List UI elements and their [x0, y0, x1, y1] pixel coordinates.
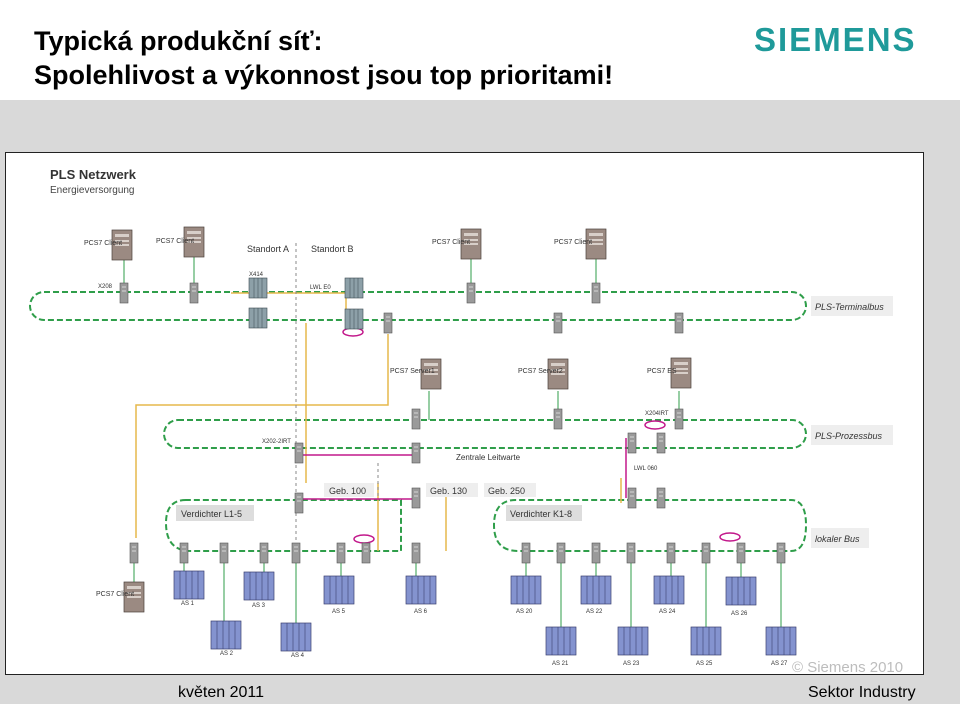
pcs7-es-label: PCS7 ES	[647, 368, 677, 375]
x414-racks: X414 LWL E0 LWL 060	[248, 272, 658, 472]
area-separators	[295, 243, 379, 548]
switch-labels: X208 X202-2IRT X204IRT	[98, 284, 669, 445]
local-bus-label: lokaler Bus	[815, 534, 860, 544]
plc-as26: AS 26	[725, 576, 757, 617]
plc-as25: AS 25	[690, 626, 722, 667]
pcs7-client-1: PCS7 Client	[84, 229, 133, 261]
pcs7-client-2: PCS7 Client	[156, 226, 205, 258]
plc-as3-label: AS 3	[252, 603, 266, 609]
pcs7-server-2-label: PCS7 Server2	[518, 368, 563, 375]
pcs7-client-3: PCS7 Client	[432, 228, 482, 260]
verdichter-k-label: Verdichter K1-8	[510, 509, 572, 519]
network-diagram: PLS Netzwerk Energieversorgung PLS-Termi…	[5, 152, 924, 675]
diagram-title: PLS Netzwerk	[50, 167, 137, 182]
slide-title-line1: Typická produkční síť:	[34, 26, 323, 56]
x202-label: X202-2IRT	[262, 439, 291, 445]
plc-as23-label: AS 23	[623, 661, 640, 667]
plc-as5-label: AS 5	[332, 609, 346, 615]
plc-as22-label: AS 22	[586, 609, 603, 615]
x204-label: X204IRT	[645, 411, 669, 417]
plc-as4-label: AS 4	[291, 653, 305, 659]
plc-as5: AS 5	[323, 575, 355, 615]
plc-as2: AS 2	[210, 620, 242, 657]
pcs7-client-1-label: PCS7 Client	[84, 240, 122, 247]
pcs7-client-2-label: PCS7 Client	[156, 238, 194, 245]
pcs7-es: PCS7 ES	[647, 357, 692, 389]
lwl-e0-label: LWL E0	[310, 285, 331, 291]
drop-lines	[123, 253, 782, 628]
header-divider	[0, 100, 960, 108]
pcs7-server-2: PCS7 Server2	[518, 358, 569, 390]
plc-as6: AS 6	[405, 575, 437, 615]
plc-as23: AS 23	[617, 626, 649, 667]
plc-as4: AS 4	[280, 622, 312, 659]
pcs7-server-1: PCS7 Server1	[390, 358, 442, 390]
plc-as24-label: AS 24	[659, 609, 676, 615]
lwl-060-label: LWL 060	[634, 466, 658, 472]
geb-130-label: Geb. 130	[430, 486, 467, 496]
siemens-logo: SIEMENS	[754, 21, 917, 58]
plc-as1: AS 1	[173, 570, 205, 607]
plc-as27: AS 27	[765, 626, 797, 667]
process-bus-ring: PLS-Prozessbus	[163, 419, 893, 449]
plc-as24: AS 24	[653, 575, 685, 615]
copyright-watermark: © Siemens 2010	[792, 659, 904, 676]
pcs7-client-5-label: PCS7 Client	[96, 591, 134, 598]
footer-date: květen 2011	[178, 684, 264, 701]
plc-as21: AS 21	[545, 626, 577, 667]
plc-as25-label: AS 25	[696, 661, 713, 667]
building-labels: Geb. 100 Geb. 130 Geb. 250 Verdichter L1…	[176, 483, 582, 521]
plc-as21-label: AS 21	[552, 661, 569, 667]
slide-title-line2: Spolehlivost a výkonnost jsou top priori…	[34, 60, 614, 90]
diagram-subtitle: Energieversorgung	[50, 185, 135, 196]
standort-b-label: Standort B	[311, 244, 354, 254]
geb-250-label: Geb. 250	[488, 486, 525, 496]
plc-as20: AS 20	[510, 575, 542, 615]
plc-as22: AS 22	[580, 575, 612, 615]
plc-as6-label: AS 6	[414, 609, 428, 615]
slide-header	[0, 0, 960, 108]
plc-as3: AS 3	[243, 571, 275, 609]
network-diagram-svg: PLS Netzwerk Energieversorgung PLS-Termi…	[29, 167, 893, 667]
x208-label: X208	[98, 284, 113, 290]
local-bus-ring-left	[164, 499, 402, 552]
geb-100-label: Geb. 100	[329, 486, 366, 496]
standort-a-label: Standort A	[247, 244, 289, 254]
terminal-bus-label: PLS-Terminalbus	[815, 302, 884, 312]
plc-as26-label: AS 26	[731, 611, 748, 617]
verdichter-l-label: Verdichter L1-5	[181, 509, 242, 519]
pcs7-client-4: PCS7 Client	[554, 228, 607, 260]
process-bus-label: PLS-Prozessbus	[815, 431, 883, 441]
plc-as20-label: AS 20	[516, 609, 533, 615]
x414-label: X414	[249, 272, 264, 278]
plc-as2-label: AS 2	[220, 651, 234, 657]
zentrale-label: Zentrale Leitwarte	[456, 453, 521, 462]
pcs7-server-1-label: PCS7 Server1	[390, 368, 435, 375]
local-bus-ring-right: lokaler Bus	[492, 499, 869, 552]
pcs7-client-5: PCS7 Client	[96, 581, 145, 613]
pcs7-client-3-label: PCS7 Client	[432, 239, 470, 246]
pcs7-client-4-label: PCS7 Client	[554, 239, 592, 246]
plc-as1-label: AS 1	[181, 601, 195, 607]
footer-sector: Sektor Industry	[808, 684, 916, 701]
terminal-bus-ring: PLS-Terminalbus	[29, 291, 893, 321]
plc-as27-label: AS 27	[771, 661, 788, 667]
